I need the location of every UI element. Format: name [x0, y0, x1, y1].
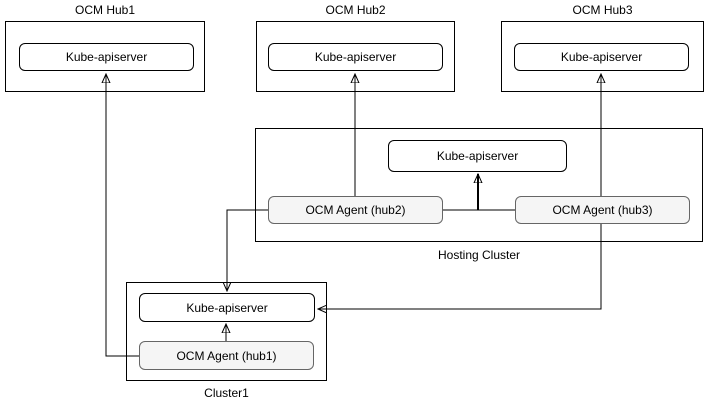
hosting-cluster-label: Hosting Cluster [437, 248, 521, 262]
cluster1-kube-apiserver: Kube-apiserver [139, 293, 315, 322]
hub1-label: OCM Hub1 [74, 3, 136, 17]
cluster1-label: Cluster1 [204, 386, 249, 400]
hub2-kube-apiserver: Kube-apiserver [268, 43, 443, 71]
hub3-box: Kube-apiserver [501, 21, 704, 92]
ocm-agent-hub2: OCM Agent (hub2) [268, 196, 443, 224]
hosting-cluster-box: Kube-apiserver OCM Agent (hub2) OCM Agen… [255, 128, 703, 242]
ocm-agent-hub3: OCM Agent (hub3) [515, 196, 690, 224]
hub3-label: OCM Hub3 [572, 3, 633, 17]
hub3-kube-apiserver: Kube-apiserver [514, 43, 689, 71]
hosting-kube-apiserver: Kube-apiserver [388, 140, 567, 172]
cluster1-box: Kube-apiserver OCM Agent (hub1) [126, 282, 327, 381]
ocm-agent-hub1: OCM Agent (hub1) [139, 341, 314, 370]
hub1-kube-apiserver: Kube-apiserver [19, 43, 194, 71]
hub2-box: Kube-apiserver [256, 21, 455, 92]
hub1-box: Kube-apiserver [5, 21, 205, 92]
hub2-label: OCM Hub2 [325, 3, 386, 17]
